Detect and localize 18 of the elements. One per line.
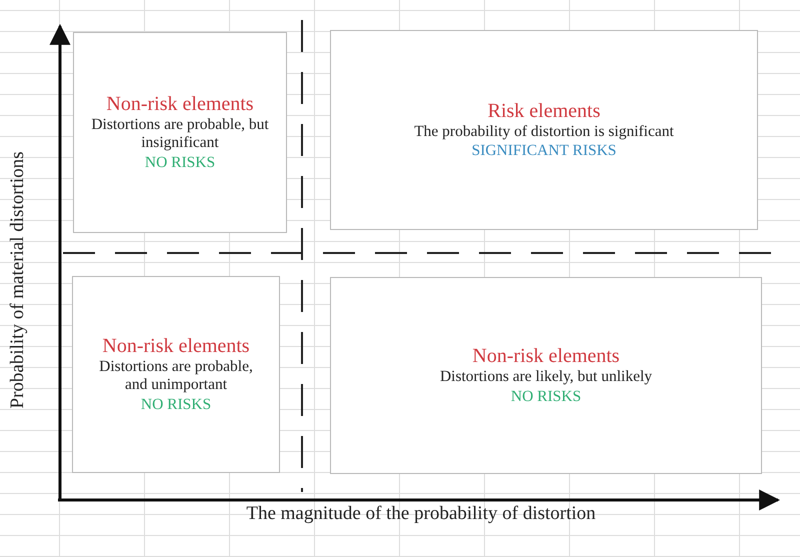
- status-label: NO RISKS: [140, 394, 212, 414]
- quadrant-box: [330, 277, 762, 474]
- quadrant-box: [72, 276, 280, 473]
- status-label: NO RISKS: [510, 386, 582, 406]
- status-label: NO RISKS: [144, 152, 216, 172]
- quadrant-box: [73, 32, 287, 233]
- status-label: SIGNIFICANT RISKS: [472, 141, 616, 160]
- heading: Non-risk elements: [472, 345, 620, 368]
- heading: Non-risk elements: [102, 334, 250, 358]
- description: Distortions are likely, but unlikely: [440, 368, 652, 387]
- axis-title: Probability of material distortions: [7, 152, 29, 408]
- description: Distortions are probable, and unimportant: [98, 358, 254, 395]
- heading: Risk elements: [488, 100, 600, 123]
- quadrant-box: [330, 30, 758, 230]
- axis-title: The magnitude of the probability of distortion: [246, 503, 596, 525]
- heading: Non-risk elements: [106, 92, 254, 116]
- description: Distortions are probable, but insignificant: [90, 116, 270, 153]
- description: The probability of distortion is significant: [414, 122, 674, 142]
